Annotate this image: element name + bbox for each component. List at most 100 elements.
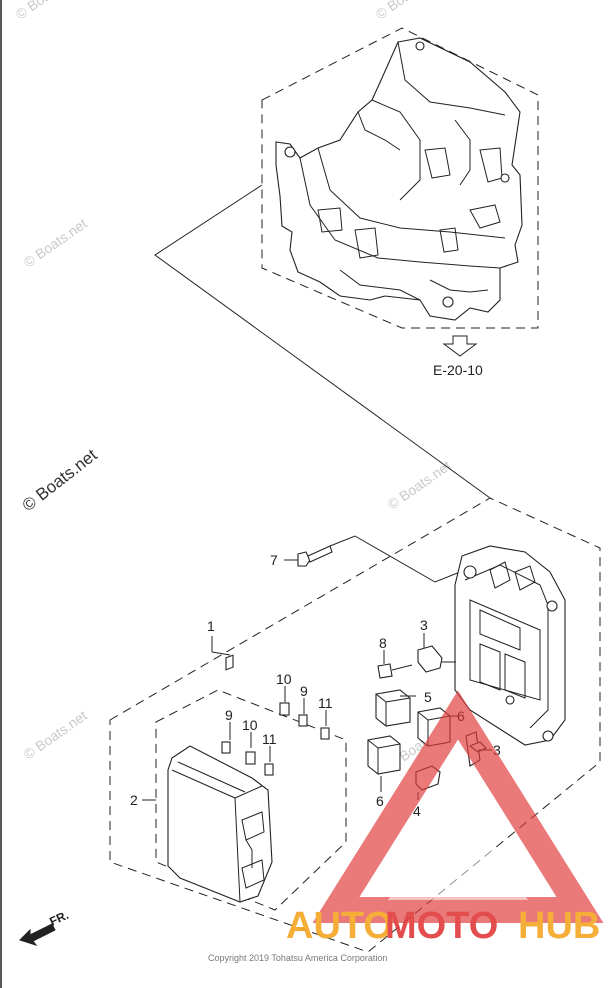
clip-upper <box>417 633 456 673</box>
logo-text-hub: HUB <box>518 905 600 947</box>
logo-triangle-inner <box>388 790 528 900</box>
bracket-slot <box>439 227 459 253</box>
cover-latch <box>241 811 265 841</box>
bolt-group <box>284 535 471 583</box>
bracket-hole <box>415 41 425 51</box>
clip-3a <box>417 645 443 673</box>
housing-slot <box>479 643 501 691</box>
logo-watermark: AUTO MOTO HUB <box>286 690 604 947</box>
fuse-10b <box>279 702 290 716</box>
callout-6: 6 <box>376 793 384 809</box>
arrow-down-icon <box>442 335 478 357</box>
fuse-box-cover <box>167 745 273 903</box>
screw-8-shaft <box>391 664 413 671</box>
bolt-shank <box>307 545 333 563</box>
bracket-edge <box>397 41 506 116</box>
relay-edge <box>375 693 387 703</box>
housing-tab <box>514 565 536 591</box>
housing-hole <box>542 730 554 742</box>
callout-9: 9 <box>225 707 233 723</box>
bracket-edge <box>429 279 489 293</box>
relay-edge <box>385 697 411 703</box>
callout-labels: 1 2 3 3 4 5 6 6 7 8 9 9 10 10 11 11 <box>130 552 501 819</box>
reference-label: E-20-10 <box>433 362 483 378</box>
front-label: FR. <box>47 908 70 929</box>
bracket-edge <box>317 147 506 239</box>
callout-1: 1 <box>207 618 215 634</box>
bolt-leader <box>329 535 471 583</box>
callout-9: 9 <box>300 683 308 699</box>
assembly-box <box>109 497 601 953</box>
fuse-box-group <box>142 689 347 911</box>
callout-10: 10 <box>242 717 258 733</box>
fuse-9a-body <box>221 741 231 754</box>
watermark-faint: © Boats.net <box>21 707 90 762</box>
bracket-slot <box>354 227 379 259</box>
relay-edge <box>417 711 429 721</box>
housing-slot <box>504 653 526 699</box>
logo-triangle-icon <box>312 690 604 923</box>
callout-8: 8 <box>379 635 387 651</box>
callout-3: 3 <box>420 617 428 633</box>
bracket-slot <box>424 147 451 179</box>
reference-arrow <box>442 335 478 357</box>
screw-8-body <box>377 663 393 679</box>
housing-hole <box>505 695 515 705</box>
bracket-edge <box>339 269 421 301</box>
bracket-slot <box>317 207 343 233</box>
watermark-faint: © Boats.net <box>385 457 454 512</box>
housing-hole <box>546 600 558 612</box>
fuse-9b <box>298 714 308 727</box>
relay-edge <box>377 743 401 749</box>
fuse-11a <box>264 763 274 776</box>
watermark-main: © Boats.net <box>19 445 101 515</box>
callout-3: 3 <box>493 742 501 758</box>
callout-5: 5 <box>424 689 432 705</box>
bracket-edge <box>371 99 421 201</box>
watermark-faint: © Boats.net <box>13 0 82 22</box>
fuses-inner <box>221 654 274 776</box>
logo-text-moto: MOTO <box>385 905 498 947</box>
housing-hole <box>463 565 477 579</box>
housing-tab <box>489 561 511 589</box>
bracket-dashed-frame <box>261 27 539 329</box>
fuse-11b <box>320 727 330 740</box>
cover-edge <box>245 839 253 868</box>
relay-6b <box>367 735 401 775</box>
cover-edge <box>234 785 263 799</box>
watermark-faint: © Boats.net <box>21 215 90 270</box>
bolt-head <box>297 551 311 567</box>
callout-2: 2 <box>130 792 138 808</box>
assembly-dashed-frame <box>109 497 601 953</box>
fuse-10a <box>245 751 256 765</box>
housing-slot <box>479 609 521 651</box>
bracket-hole <box>500 173 510 183</box>
cover-edge <box>177 761 246 793</box>
bracket-slot <box>469 204 501 229</box>
bracket-hole <box>442 296 454 308</box>
relay-housing <box>454 545 566 746</box>
screw-8 <box>377 650 413 679</box>
copyright-text: Copyright 2019 Tohatsu America Corporati… <box>208 953 387 963</box>
callout-11: 11 <box>318 695 333 711</box>
bracket-hole <box>284 146 296 158</box>
bracket-body <box>275 37 523 321</box>
fuse-9a <box>225 654 234 671</box>
arrow-front-icon <box>19 923 56 946</box>
bracket-edge <box>357 111 401 151</box>
relay-5 <box>375 689 411 727</box>
cover-latch <box>241 859 265 889</box>
bracket-edge <box>299 157 501 269</box>
callout-4: 4 <box>413 803 421 819</box>
bracket-assembly <box>154 27 539 499</box>
watermark-faint: © Boats.net <box>373 0 442 22</box>
fuses-outer <box>279 686 330 740</box>
callout-10: 10 <box>276 671 292 687</box>
callout-11: 11 <box>262 731 277 747</box>
relay-edge <box>367 739 379 749</box>
bracket-edge <box>454 119 471 186</box>
front-direction: FR. <box>19 908 71 946</box>
leader-1 <box>211 651 231 656</box>
bracket-leader <box>154 184 491 499</box>
